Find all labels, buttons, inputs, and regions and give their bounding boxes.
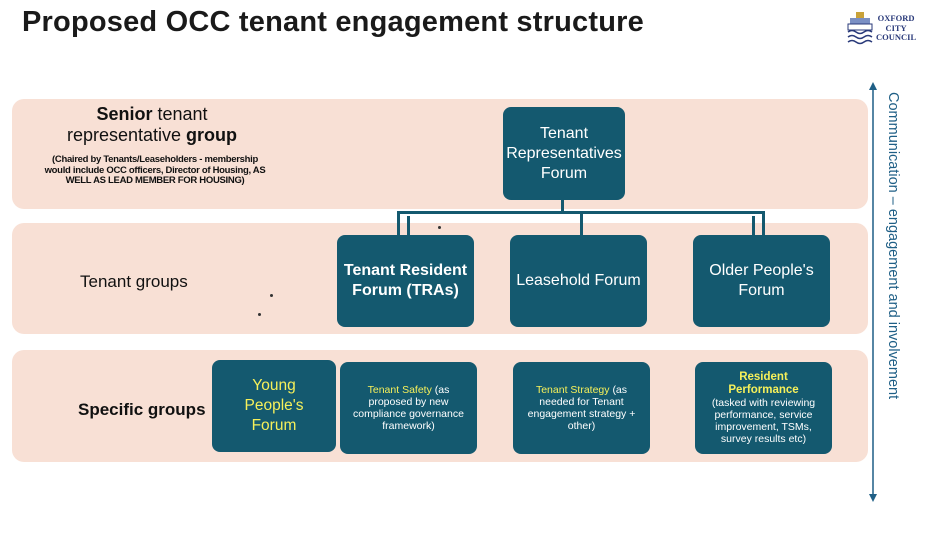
- page-title: Proposed OCC tenant engagement structure: [22, 6, 644, 38]
- connector-older: [762, 211, 765, 235]
- tenant-resident-forum-label: Tenant Resident Forum (TRAs): [343, 262, 468, 299]
- logo-line-2: CITY: [885, 22, 907, 33]
- tenant-resident-forum-box: Tenant Resident Forum (TRAs): [337, 235, 474, 327]
- tenant-representatives-forum-box: Tenant Representatives Forum: [503, 107, 625, 200]
- tenant-strategy-title: Tenant Strategy: [535, 384, 610, 396]
- older-peoples-forum-box: Older People's Forum: [693, 235, 830, 327]
- tenant-groups-label: Tenant groups: [80, 272, 188, 291]
- resident-performance-box: Resident Performance (tasked with review…: [695, 362, 832, 454]
- tenant-safety-box: Tenant Safety (as proposed by new compli…: [340, 362, 477, 454]
- connector-older-inner: [752, 216, 755, 236]
- young-peoples-forum-box: Young People's Forum: [212, 360, 336, 452]
- connector-tra-inner: [407, 216, 410, 236]
- connector-tra: [397, 211, 400, 235]
- tenant-representatives-forum-label: Tenant Representatives Forum: [506, 124, 622, 182]
- resident-performance-title: Resident Performance: [728, 371, 799, 396]
- crest-icon: [847, 12, 873, 45]
- logo-line-1: OXFORD: [877, 13, 915, 23]
- oxford-city-council-logo: OXFORD CITY COUNCIL: [846, 12, 922, 54]
- tenant-safety-title: Tenant Safety: [367, 384, 432, 396]
- tenant-safety-body: (as proposed by new compliance governanc…: [353, 384, 464, 432]
- connector-leasehold: [580, 211, 583, 235]
- dot: [438, 226, 441, 229]
- leasehold-forum-box: Leasehold Forum: [510, 235, 647, 327]
- senior-band: [12, 99, 868, 209]
- dot: [258, 313, 261, 316]
- connector-vertical: [561, 199, 564, 213]
- leasehold-forum-label: Leasehold Forum: [516, 272, 641, 289]
- logo-line-3: COUNCIL: [876, 32, 917, 42]
- tenant-strategy-body: (as needed for Tenant engagement strateg…: [527, 384, 636, 432]
- dot: [270, 294, 273, 297]
- senior-group-note: (Chaired by Tenants/Leaseholders - membe…: [44, 154, 266, 186]
- senior-group-title: Senior tenant representative group: [66, 104, 238, 145]
- specific-groups-label: Specific groups: [78, 400, 206, 419]
- tenant-strategy-box: Tenant Strategy (as needed for Tenant en…: [513, 362, 650, 454]
- resident-performance-body: (tasked with reviewing performance, serv…: [711, 397, 816, 445]
- older-peoples-forum-label: Older People's Forum: [709, 262, 814, 299]
- communication-label: Communication – engagement and involveme…: [885, 92, 901, 400]
- double-arrow-icon: [869, 82, 877, 502]
- young-peoples-forum-label: Young People's Forum: [244, 377, 304, 434]
